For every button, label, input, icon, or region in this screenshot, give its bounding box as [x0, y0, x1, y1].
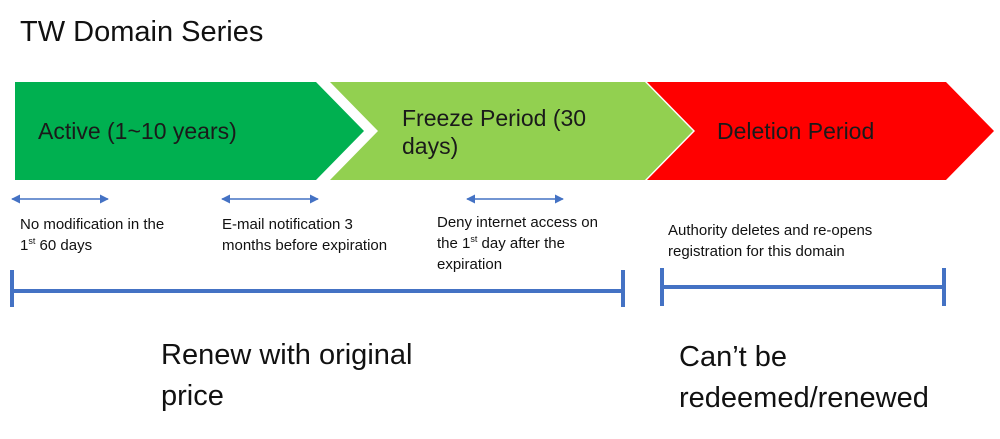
active-phase-label: Active (1~10 years) [38, 118, 237, 144]
email-notification-note: E-mail notification 3 months before expi… [222, 216, 388, 254]
no-modification-note: No modification in the 1st 60 days [20, 216, 165, 254]
authority-note: Authority deletes and re-opens registrat… [668, 222, 873, 260]
deny-access-note: Deny internet access on the 1st day afte… [437, 214, 598, 273]
renew-outcome-label: Renew with original price [161, 339, 413, 412]
active-phase-arrow [15, 82, 364, 180]
cannot-renew-outcome-label: Can’t be redeemed/renewed [679, 341, 929, 414]
page-title: TW Domain Series [20, 16, 264, 48]
deletion-phase-chevron [647, 82, 994, 180]
freeze-phase-label: Freeze Period (30 days) [402, 105, 587, 159]
freeze-phase-chevron [330, 82, 693, 180]
no-renew-span-bracket [660, 268, 946, 306]
deletion-phase-label: Deletion Period [717, 118, 875, 144]
renew-span-bracket [10, 270, 625, 307]
